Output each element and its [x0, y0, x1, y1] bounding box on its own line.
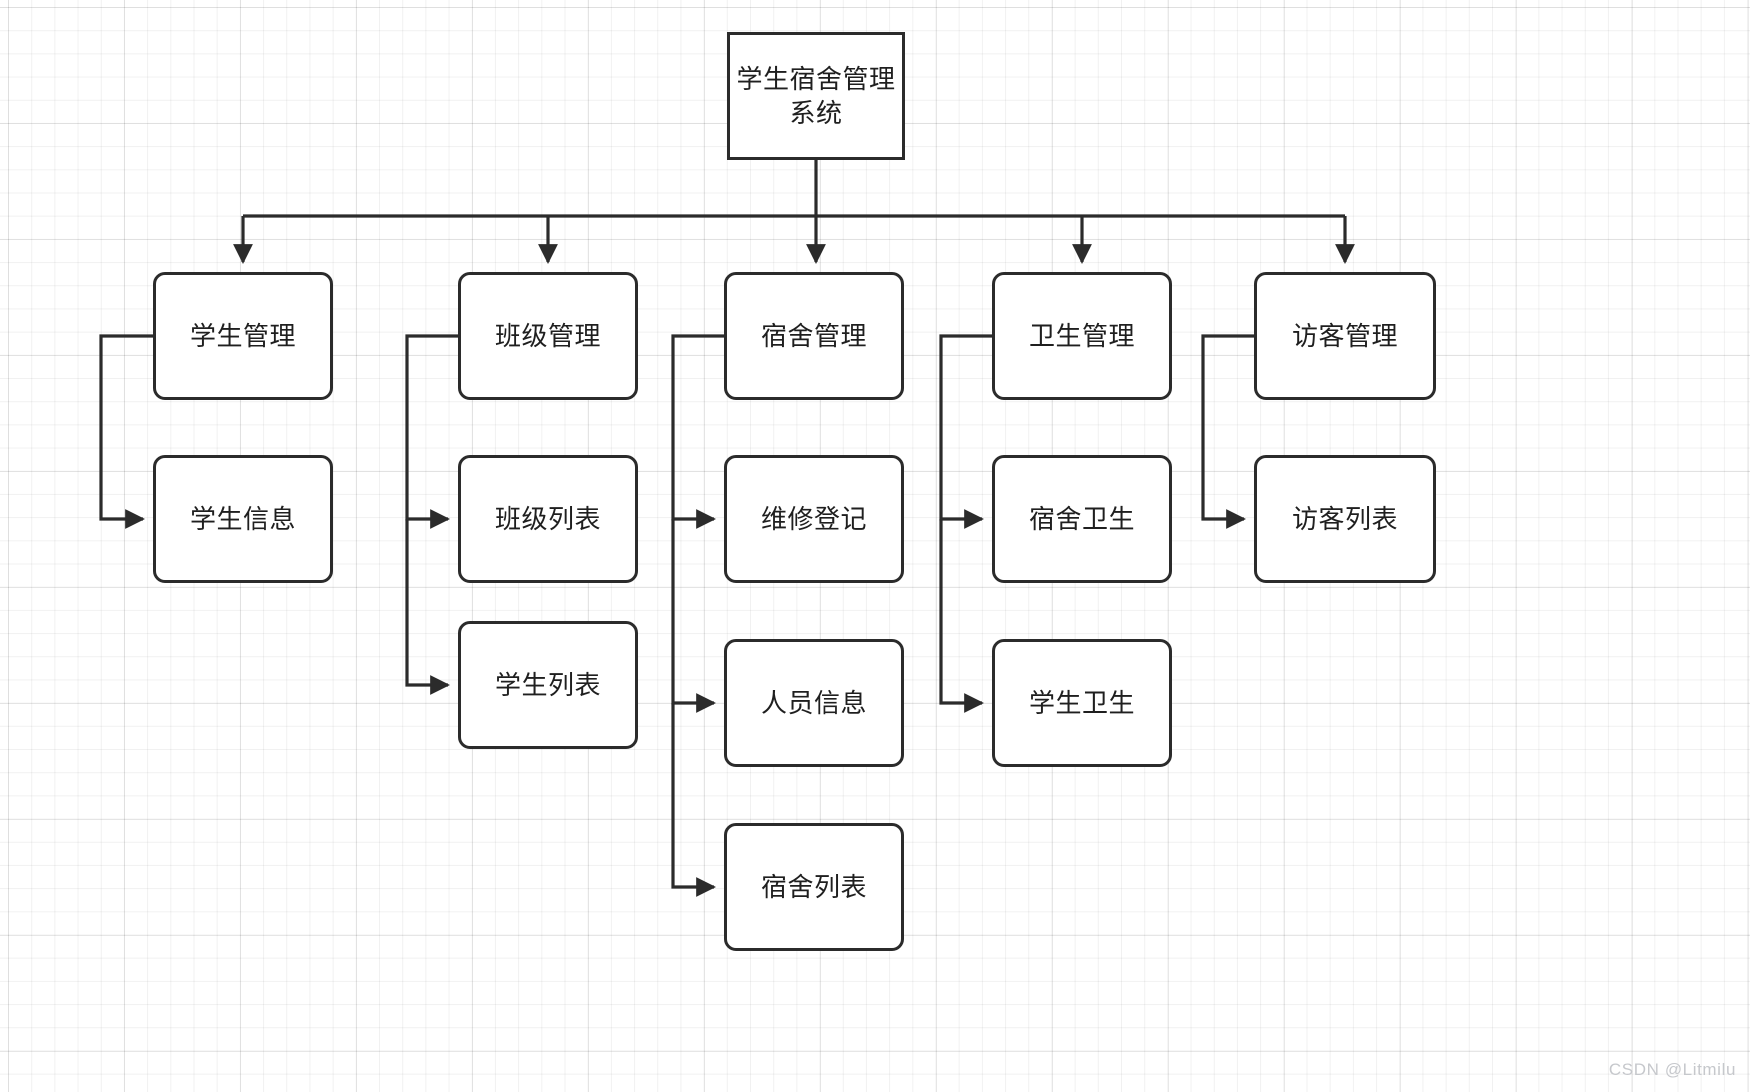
node-person-info[interactable]: 人员信息 [724, 639, 904, 767]
edge-visitor-mgmt-to-visitor-list [1201, 334, 1254, 529]
edge-class-mgmt-to-class-list [405, 334, 458, 529]
edge-hygiene-mgmt-to-dorm-hygiene [939, 334, 992, 529]
node-dorm-mgmt[interactable]: 宿舍管理 [724, 272, 904, 400]
node-dorm-hygiene[interactable]: 宿舍卫生 [992, 455, 1172, 583]
node-stu-hygiene[interactable]: 学生卫生 [992, 639, 1172, 767]
node-person-info-label: 人员信息 [760, 687, 867, 718]
node-visitor-list-label: 访客列表 [1291, 503, 1398, 534]
node-dorm-list[interactable]: 宿舍列表 [724, 823, 904, 951]
node-student-mgmt-label: 学生管理 [189, 320, 296, 351]
node-dorm-mgmt-label: 宿舍管理 [760, 320, 867, 351]
node-hygiene-mgmt-label: 卫生管理 [1028, 320, 1135, 351]
node-visitor-list[interactable]: 访客列表 [1254, 455, 1436, 583]
watermark: CSDN @Litmilu [1608, 1060, 1736, 1079]
node-student-info-label: 学生信息 [189, 503, 296, 534]
node-student-mgmt[interactable]: 学生管理 [153, 272, 333, 400]
node-student-list[interactable]: 学生列表 [458, 621, 638, 749]
edge-dorm-mgmt-to-dorm-list [671, 703, 716, 897]
node-visitor-mgmt[interactable]: 访客管理 [1254, 272, 1436, 400]
node-root[interactable]: 学生宿舍管理系统 [727, 32, 905, 160]
node-class-mgmt[interactable]: 班级管理 [458, 272, 638, 400]
edge-student-mgmt-to-student-info [99, 334, 153, 529]
edge-class-mgmt-to-student-list [405, 519, 450, 695]
edge-dorm-mgmt-to-repair-log [671, 334, 724, 529]
node-student-info[interactable]: 学生信息 [153, 455, 333, 583]
node-root-label: 学生宿舍管理系统 [736, 63, 896, 128]
node-class-list-label: 班级列表 [494, 503, 601, 534]
node-class-mgmt-label: 班级管理 [494, 320, 601, 351]
node-stu-hygiene-label: 学生卫生 [1028, 687, 1135, 718]
node-dorm-hygiene-label: 宿舍卫生 [1028, 503, 1135, 534]
node-class-list[interactable]: 班级列表 [458, 455, 638, 583]
edge-dorm-mgmt-to-person-info [671, 519, 716, 713]
node-visitor-mgmt-label: 访客管理 [1291, 320, 1398, 351]
node-repair-log[interactable]: 维修登记 [724, 455, 904, 583]
node-repair-log-label: 维修登记 [760, 503, 867, 534]
node-hygiene-mgmt[interactable]: 卫生管理 [992, 272, 1172, 400]
node-student-list-label: 学生列表 [494, 669, 601, 700]
edge-hygiene-mgmt-to-stu-hygiene [939, 519, 984, 713]
node-dorm-list-label: 宿舍列表 [760, 871, 867, 902]
